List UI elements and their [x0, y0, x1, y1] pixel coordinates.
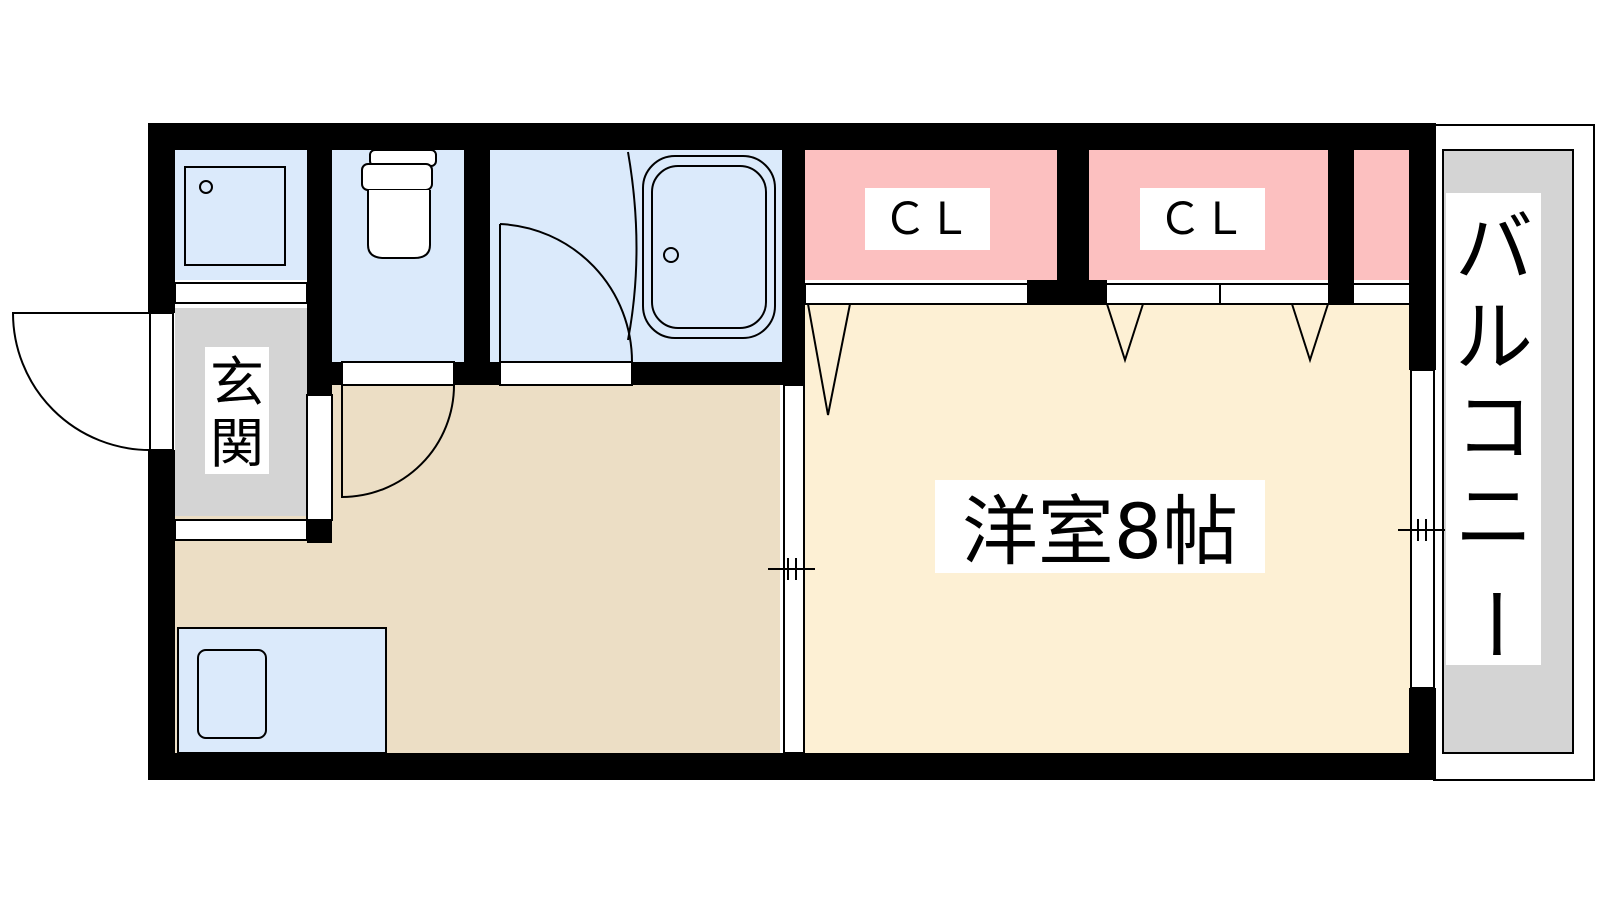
balcony-label-char-2: ル [1455, 293, 1533, 383]
sliding-mark-partition [768, 558, 815, 580]
western-room-label-bg [935, 480, 1265, 573]
closet-door-1 [807, 303, 851, 416]
entrance-step-frame [174, 519, 308, 541]
balcony-label-char-3: コ [1455, 383, 1533, 473]
entrance-door-frame [149, 312, 174, 451]
toilet-door-swing [341, 384, 455, 499]
closet-2-label-bg [1140, 188, 1265, 250]
kitchen-doorway-frame [306, 394, 333, 521]
refrigerator-icon [197, 649, 267, 739]
balcony-label-bg [1446, 193, 1541, 665]
toilet-door-frame [341, 361, 455, 386]
closet-1-label-bg [865, 188, 990, 250]
western-room-label: 洋室8帖 [962, 487, 1238, 576]
refrigerator-space [177, 627, 387, 754]
toilet-icon [361, 149, 437, 259]
washer-icon [184, 166, 286, 266]
bath-curtain-line [627, 151, 638, 341]
closet-door-3 [1291, 303, 1329, 364]
closet-door-2 [1106, 303, 1144, 364]
entrance-label-bottom: 関 [210, 412, 264, 475]
sliding-mark-window [1398, 519, 1445, 541]
bathtub-icon [642, 155, 776, 339]
balcony-label-char-4: ニ [1455, 473, 1533, 563]
entrance-door-swing [11, 312, 151, 451]
closet-1-label: ＣＬ [883, 194, 971, 245]
closet-2-label: ＣＬ [1158, 194, 1246, 245]
washer-drain-icon [199, 180, 213, 194]
closet-rail [804, 283, 1414, 305]
balcony-label-char-5: ー [1448, 585, 1538, 663]
washer-entry-frame [174, 282, 308, 304]
walls [148, 123, 1436, 780]
bath-door-frame [499, 361, 633, 386]
bath-door-swing [499, 223, 634, 363]
entrance-label-bg [205, 347, 269, 474]
washer-space [175, 150, 307, 280]
balcony-label-char-1: バ [1455, 204, 1533, 294]
entrance-label-top: 玄 [210, 351, 264, 414]
